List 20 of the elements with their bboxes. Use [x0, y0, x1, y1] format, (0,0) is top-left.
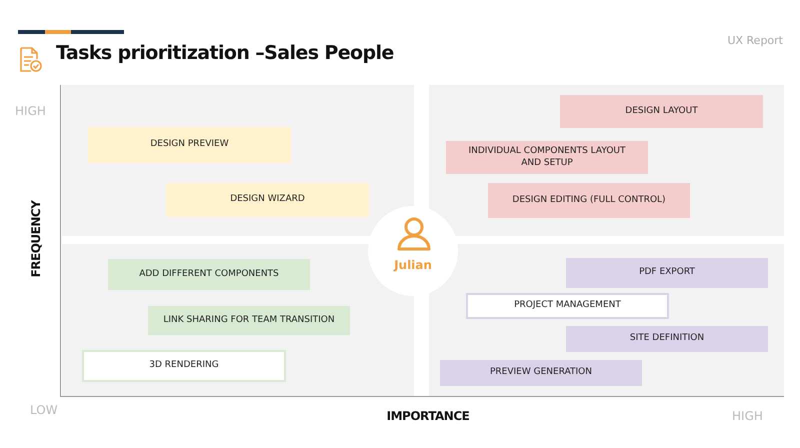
task-card: SITE DEFINITION: [566, 326, 768, 352]
task-card: PDF EXPORT: [566, 258, 768, 288]
axis-title: FREQUENCY: [29, 199, 43, 280]
axis-high-label: HIGH: [15, 104, 46, 118]
task-card: DESIGN WIZARD: [166, 183, 369, 217]
page-title: Tasks prioritization –Sales People: [56, 42, 394, 64]
person-name: Julian: [392, 258, 433, 272]
axis-low-label: LOW: [30, 403, 58, 417]
task-card: PREVIEW GENERATION: [440, 360, 642, 386]
report-label: UX Report: [726, 34, 783, 47]
task-card: PROJECT MANAGEMENT: [466, 293, 669, 319]
task-card: ADD DIFFERENT COMPONENTS: [108, 259, 310, 290]
task-card: 3D RENDERING: [82, 350, 286, 382]
task-card: DESIGN EDITING (FULL CONTROL): [488, 183, 690, 218]
task-card: INDIVIDUAL COMPONENTS LAYOUT AND SETUP: [446, 141, 648, 174]
task-card: DESIGN LAYOUT: [560, 95, 763, 128]
axis-title: IMPORTANCE: [386, 409, 470, 423]
axis-high-label: HIGH: [732, 409, 763, 423]
task-card: DESIGN PREVIEW: [88, 127, 291, 163]
task-card: LINK SHARING FOR TEAM TRANSITION: [148, 306, 350, 335]
